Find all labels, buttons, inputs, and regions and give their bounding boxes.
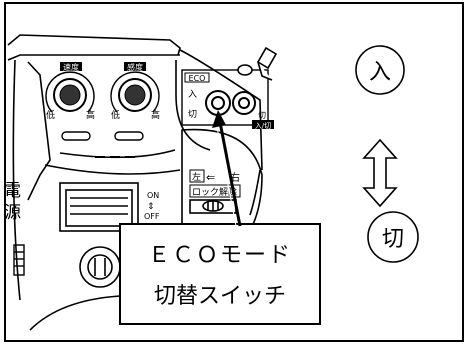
power-switch bbox=[65, 189, 133, 227]
left-knob-label: 速度 bbox=[63, 62, 79, 72]
left-knob-low: 低 bbox=[46, 109, 55, 121]
power-switch-ridges bbox=[70, 197, 128, 215]
pointer-arrow bbox=[212, 110, 242, 227]
lock-right-label: 右 bbox=[230, 171, 240, 184]
left-knob bbox=[45, 71, 95, 113]
right-knob-label: 感度 bbox=[127, 62, 143, 72]
left-knob-label-box bbox=[60, 62, 82, 71]
power-arrow-icon: ⇕ bbox=[147, 202, 155, 212]
callout-line-1: ＥＣＯモード bbox=[148, 243, 292, 268]
left-slot bbox=[61, 131, 91, 141]
lock-left-label: 左 bbox=[192, 171, 201, 183]
power-label-2: 源 bbox=[4, 203, 21, 223]
right-knob-label-box bbox=[124, 62, 146, 71]
legend-double-arrow-icon bbox=[362, 138, 398, 208]
lock-release-label-box bbox=[189, 184, 241, 198]
eco-panel-right-off: 切 bbox=[258, 111, 266, 120]
right-knob-low: 低 bbox=[111, 109, 120, 121]
right-knob-high: 高 bbox=[151, 109, 160, 121]
right-knob bbox=[110, 71, 160, 113]
left-knob-high: 高 bbox=[86, 109, 95, 121]
power-on: ON bbox=[147, 191, 159, 200]
legend-on bbox=[355, 45, 405, 95]
callout-line-2: 切替スイッチ bbox=[154, 284, 286, 309]
lock-arrow-icon: ⇐ bbox=[206, 171, 215, 184]
power-off: OFF bbox=[144, 212, 160, 221]
right-slot bbox=[114, 131, 144, 141]
side-slider bbox=[13, 244, 25, 276]
eco-panel-on: 入 bbox=[188, 89, 197, 100]
eco-panel-label: ECO bbox=[189, 74, 206, 83]
toggle-lever bbox=[237, 46, 278, 81]
bottom-knob bbox=[79, 246, 121, 288]
power-switch-outer bbox=[59, 182, 139, 232]
legend-on-label: 入 bbox=[369, 60, 391, 85]
lock-release-label: ロック解除 bbox=[192, 186, 237, 198]
eco-label-box bbox=[184, 72, 210, 83]
lock-left-label-box bbox=[189, 169, 205, 183]
eco-switch-right bbox=[232, 91, 256, 115]
eco-right-label-box bbox=[252, 120, 274, 129]
eco-panel-off: 切 bbox=[188, 109, 197, 120]
legend-off-label: 切 bbox=[382, 227, 404, 252]
eco-panel-right-label: 入/切 bbox=[255, 122, 271, 130]
lock-slider bbox=[189, 199, 237, 214]
power-label-1: 電 bbox=[4, 181, 21, 201]
legend-off bbox=[367, 211, 419, 263]
outer-frame bbox=[4, 2, 464, 342]
callout-box bbox=[119, 223, 321, 325]
